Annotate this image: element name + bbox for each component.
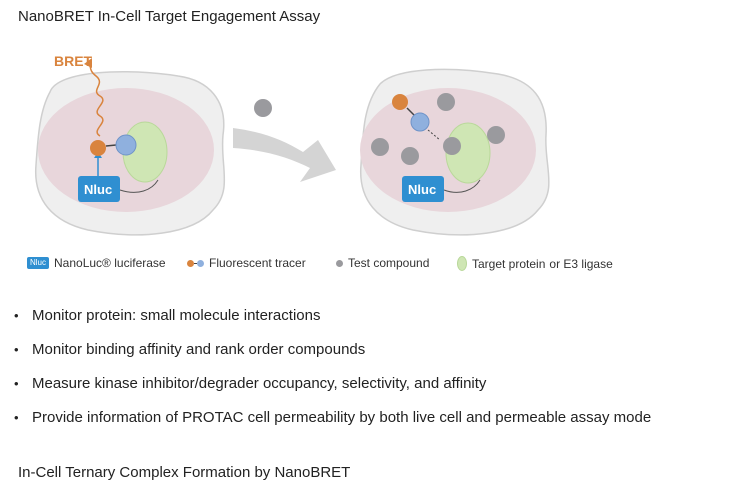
legend-target-text: Target protein bbox=[472, 256, 546, 271]
legend-compound-text: Test compound bbox=[348, 256, 430, 270]
assay-diagram: BRET Nluc Nluc bbox=[18, 40, 618, 250]
list-item: • Monitor binding affinity and rank order… bbox=[14, 340, 651, 374]
list-item-text: Measure kinase inhibitor/degrader occupa… bbox=[32, 375, 487, 392]
compound-2 bbox=[371, 138, 389, 156]
displaced-tracer-blue bbox=[410, 112, 430, 132]
tracer-link-icon bbox=[194, 262, 197, 264]
bullet-icon: • bbox=[14, 342, 19, 357]
compound-dot-icon bbox=[336, 259, 343, 267]
left-nluc-label: Nluc bbox=[84, 182, 112, 197]
bullet-icon: • bbox=[14, 376, 19, 391]
left-nluc-box bbox=[78, 176, 120, 202]
section-title-target-engagement: NanoBRET In-Cell Target Engagement Assay bbox=[18, 8, 321, 25]
left-tether bbox=[119, 179, 159, 193]
list-item-text: Monitor binding affinity and rank order … bbox=[32, 341, 366, 358]
left-tracer-link bbox=[105, 144, 117, 147]
bret-wave bbox=[87, 61, 104, 137]
compound-bound bbox=[443, 137, 461, 155]
bullet-icon: • bbox=[14, 410, 19, 425]
right-nluc-box bbox=[402, 176, 444, 202]
compound-4 bbox=[487, 126, 505, 144]
section-title-ternary-complex: In-Cell Ternary Complex Formation by Nan… bbox=[18, 464, 351, 481]
right-nluc-label: Nluc bbox=[408, 182, 436, 197]
displacement-arrow bbox=[427, 129, 441, 141]
bret-label: BRET bbox=[54, 53, 93, 69]
list-item: • Measure kinase inhibitor/degrader occup… bbox=[14, 374, 651, 408]
list-item-text: Monitor protein: small molecule interact… bbox=[32, 307, 321, 324]
tracer-orange-icon bbox=[187, 259, 194, 267]
legend-item-nluc: Nluc NanoLuc® luciferase bbox=[27, 256, 166, 270]
assay-diagram-svg: BRET Nluc Nluc bbox=[34, 53, 550, 236]
legend-tracer-text: Fluorescent tracer bbox=[209, 256, 306, 270]
target-protein-icon bbox=[457, 256, 467, 271]
transition-arrow bbox=[233, 128, 336, 182]
legend-target-text-2: or E3 ligase bbox=[549, 256, 613, 271]
list-item-text: Provide information of PROTAC cell perme… bbox=[32, 409, 652, 426]
legend-item-compound: Test compound bbox=[336, 256, 429, 270]
list-item: • Provide information of PROTAC cell perm… bbox=[14, 408, 651, 442]
legend-item-tracer: Fluorescent tracer bbox=[187, 256, 306, 270]
bullet-icon: • bbox=[14, 308, 19, 323]
list-item: • Monitor protein: small molecule interac… bbox=[14, 306, 651, 340]
left-tracer-blue bbox=[115, 134, 137, 156]
incoming-test-compound bbox=[254, 99, 272, 117]
nluc-chip-icon: Nluc bbox=[27, 257, 50, 269]
displaced-tracer-orange bbox=[392, 94, 408, 110]
diagram-legend: Nluc NanoLuc® luciferase Fluorescent tra… bbox=[27, 256, 627, 276]
feature-list: • Monitor protein: small molecule interac… bbox=[14, 306, 651, 442]
bret-arrowhead bbox=[84, 58, 92, 68]
tracer-blue-icon bbox=[197, 259, 204, 267]
left-tracer-orange bbox=[90, 140, 106, 156]
compound-3 bbox=[401, 147, 419, 165]
displaced-tracer-link bbox=[406, 107, 416, 117]
right-tether bbox=[443, 179, 481, 193]
compound-1 bbox=[437, 93, 455, 111]
legend-item-target: Target protein or E3 ligase bbox=[457, 256, 613, 271]
right-target-protein bbox=[445, 122, 491, 184]
legend-nluc-text: NanoLuc® luciferase bbox=[54, 256, 166, 270]
